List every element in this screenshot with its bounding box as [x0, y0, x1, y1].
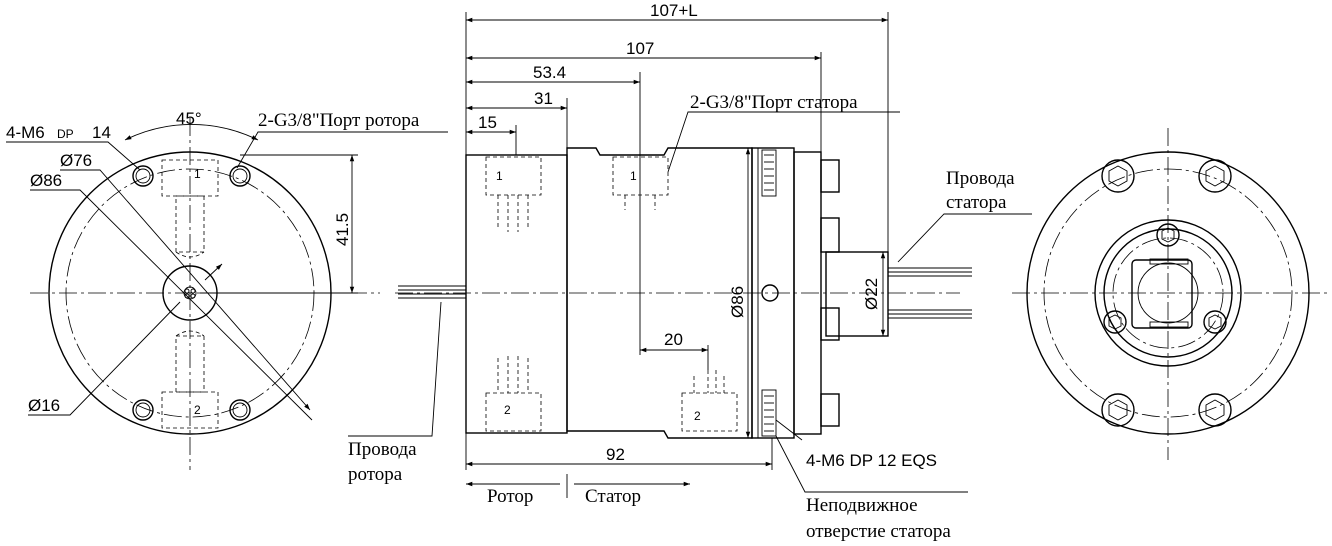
wire-bundle — [1149, 258, 1189, 328]
mount-bolt — [1198, 159, 1232, 193]
rotor-label: Ротор — [487, 486, 533, 507]
port-number: 2 — [194, 403, 201, 417]
stator-cap — [793, 151, 822, 435]
port-number: 1 — [496, 169, 503, 183]
right-end-view — [1012, 128, 1330, 460]
rotor-body — [465, 154, 568, 434]
mount-bolt — [1198, 393, 1232, 427]
dim-d86: Ø86 — [728, 286, 747, 318]
dim-92: 92 — [606, 445, 625, 464]
mount-bolt — [1101, 159, 1135, 193]
port-number: 1 — [630, 169, 637, 183]
port-number: 2 — [504, 403, 511, 417]
dim-20: 20 — [664, 330, 683, 349]
stator-port-label: 2-G3/8"Порт статора — [690, 92, 858, 113]
holes-label: 4-M6 — [6, 123, 45, 142]
holes-depth-label: DP — [57, 127, 74, 141]
d16-label: Ø16 — [28, 396, 60, 415]
mount-hole — [132, 165, 154, 187]
thread-label: 4-M6 DP 12 EQS — [806, 451, 937, 470]
side-view: 1 1 2 2 107+L 107 53.4 31 15 2-G3/8"Порт… — [348, 1, 1032, 542]
stator-label: Статор — [585, 486, 641, 507]
stator-wires — [888, 267, 972, 319]
d76-label: Ø76 — [60, 151, 92, 170]
dim-d22: Ø22 — [862, 278, 881, 310]
mount-hole — [132, 399, 154, 421]
mount-bolt — [1101, 393, 1135, 427]
flange-bolt — [1203, 310, 1227, 334]
dim-31: 31 — [534, 89, 553, 108]
port-number: 2 — [694, 409, 701, 423]
flange-ring — [1094, 219, 1242, 367]
center-opening — [1131, 259, 1193, 329]
flange-bolt — [1103, 310, 1127, 334]
fixed-hole-label-2: отверстие статора — [806, 521, 951, 542]
left-end-view: 1 2 45° 4-M6 DP 14 Ø76 Ø86 Ø16 2-G3/8"По… — [6, 109, 448, 470]
rotor-wires — [398, 285, 466, 299]
stator-wires-label-2: статора — [946, 192, 1007, 213]
outer-circle — [1026, 151, 1310, 435]
rotor-port-label: 2-G3/8"Порт ротора — [258, 110, 420, 131]
angle-label: 45° — [176, 109, 202, 128]
stator-outlet — [825, 251, 889, 337]
flange-bolt — [1156, 223, 1180, 247]
stator-wires-label-1: Провода — [946, 168, 1015, 189]
mount-hole — [229, 165, 251, 187]
dim-107-l: 107+L — [650, 1, 698, 20]
fixed-hole-label-1: Неподвижное — [806, 495, 918, 516]
rotor-wires-label-2: ротора — [348, 464, 403, 485]
dim-15: 15 — [478, 113, 497, 132]
port-number: 1 — [194, 167, 201, 181]
dim-107: 107 — [626, 39, 654, 58]
d86-label: Ø86 — [30, 171, 62, 190]
mount-hole — [229, 399, 251, 421]
rotor-wires-label-1: Провода — [348, 439, 417, 460]
dim-41-5: 41.5 — [333, 213, 352, 246]
holes-depth-value: 14 — [92, 123, 111, 142]
dim-53-4: 53.4 — [533, 63, 566, 82]
